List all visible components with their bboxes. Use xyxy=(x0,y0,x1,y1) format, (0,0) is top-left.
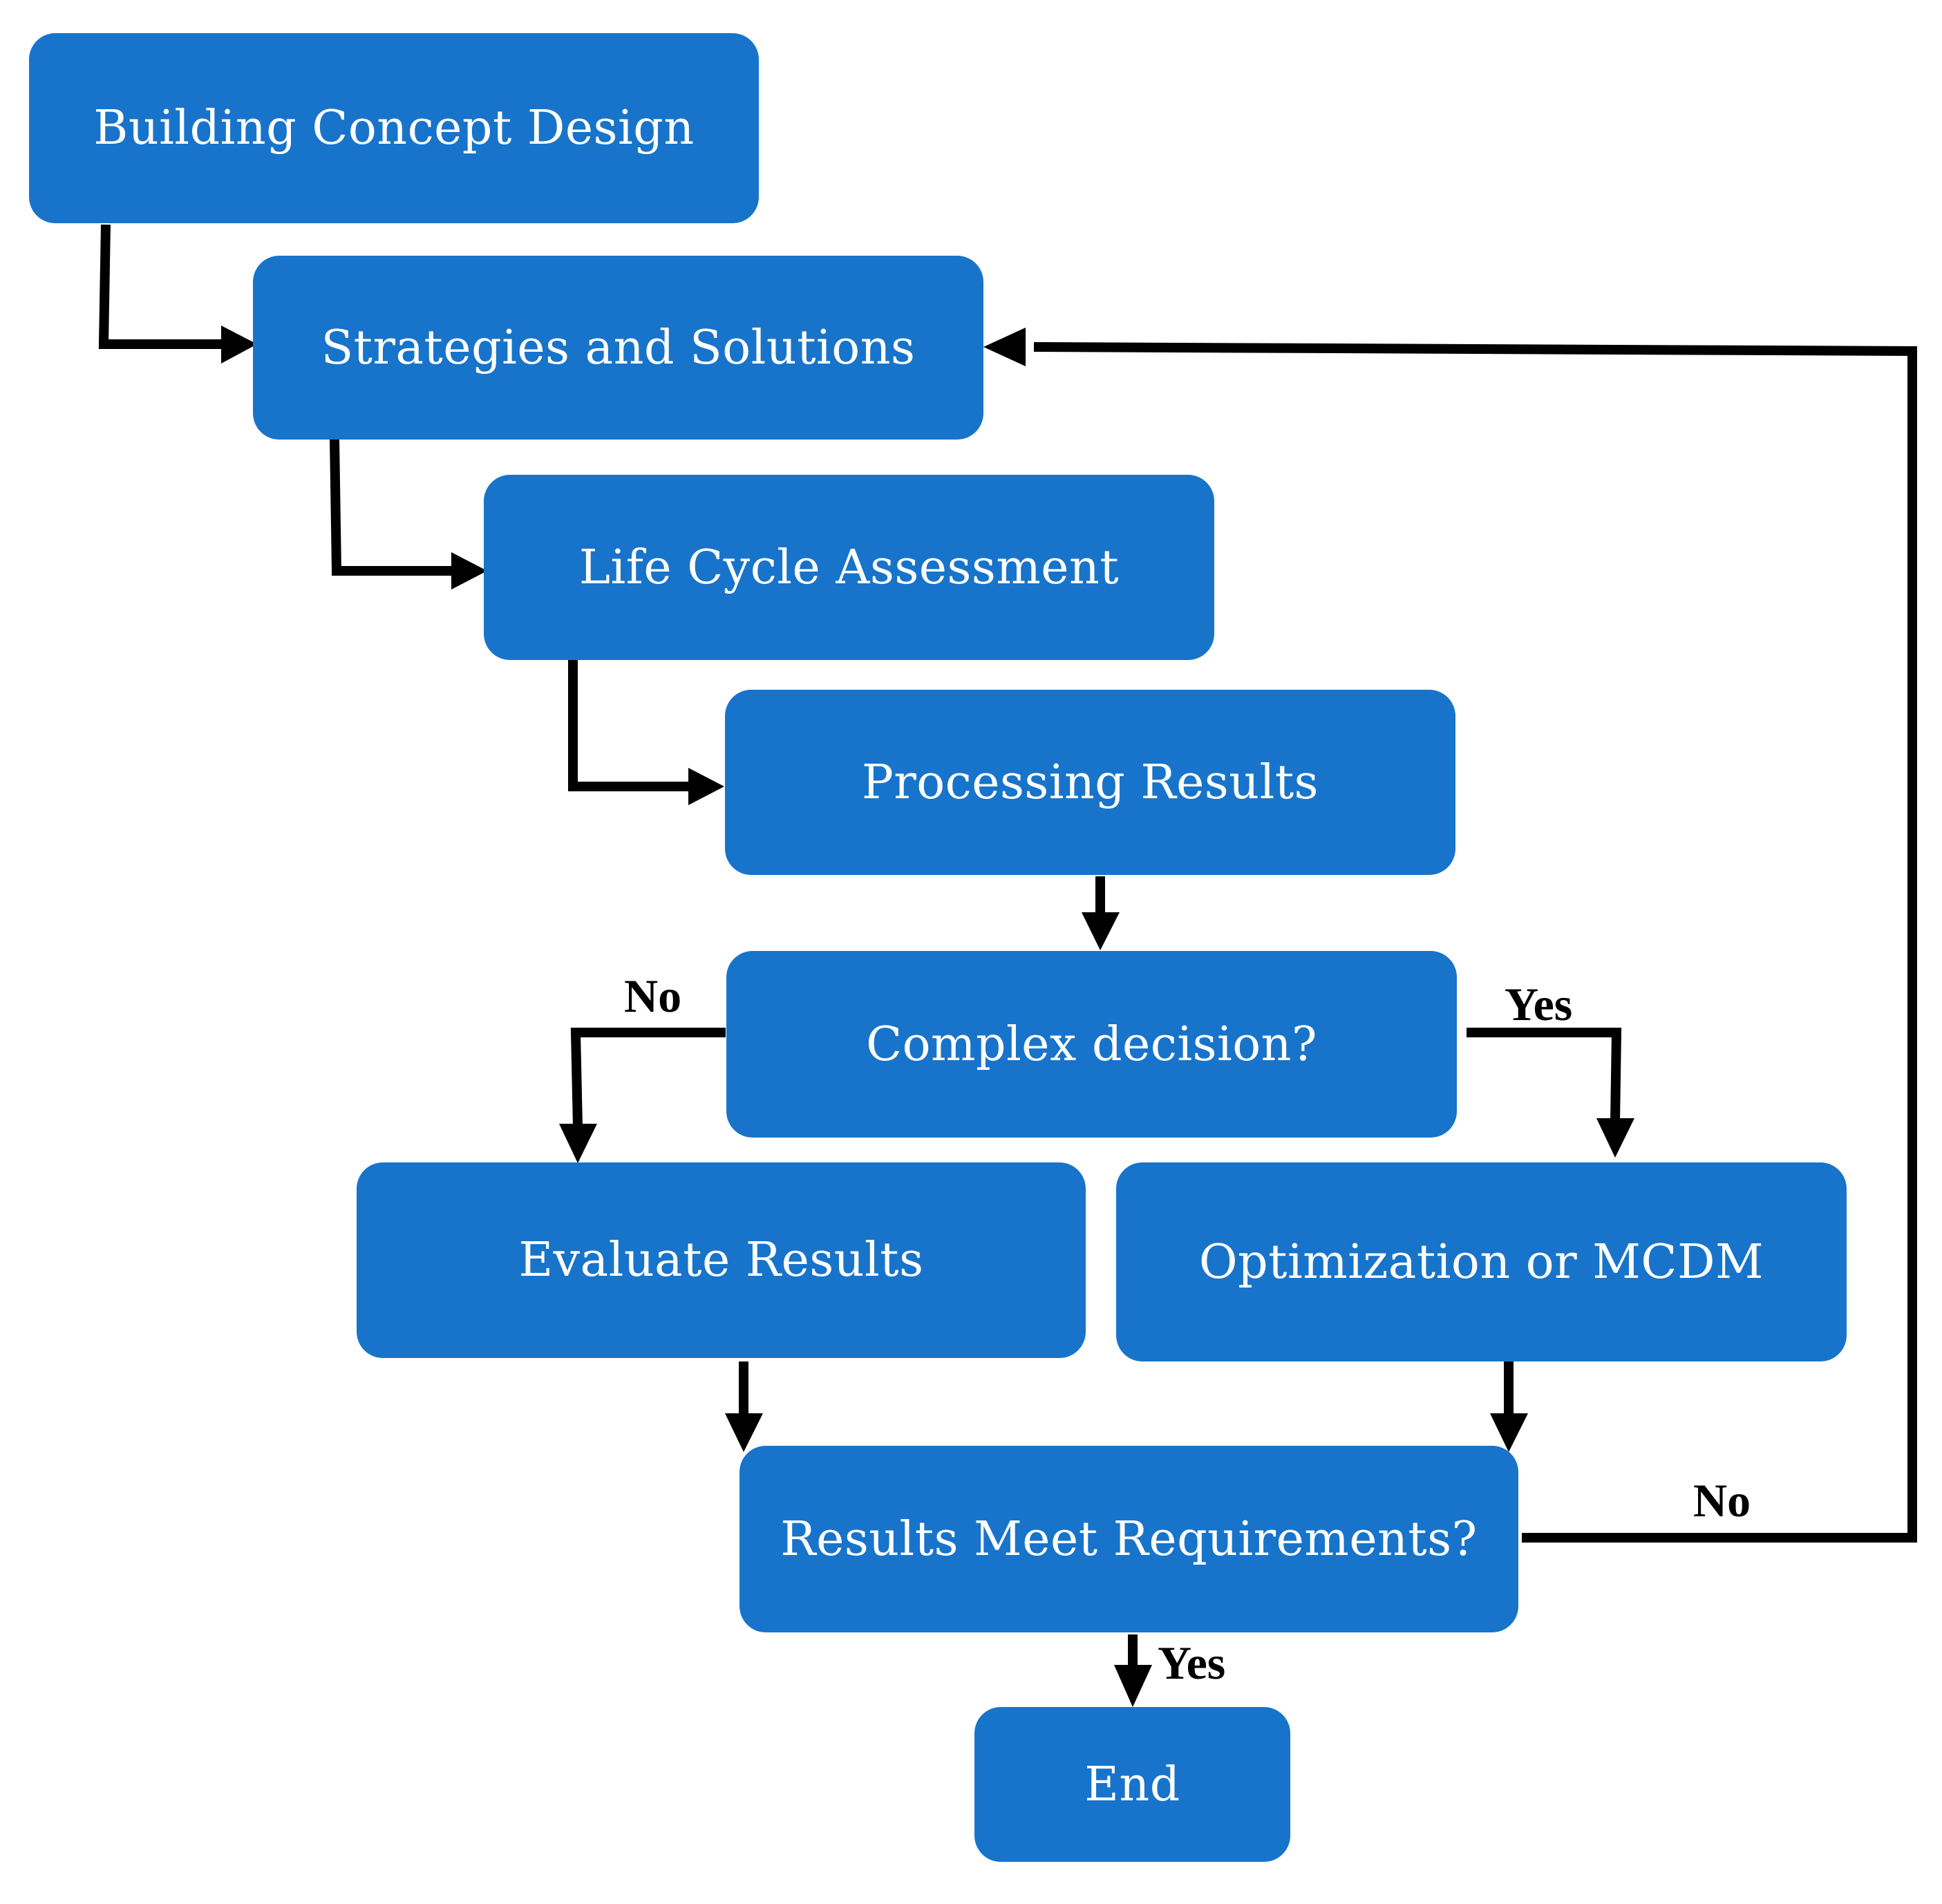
arrowhead-to-end xyxy=(1114,1665,1152,1707)
edge-label-requirements-no: No xyxy=(1693,1474,1751,1527)
node-end: End xyxy=(974,1707,1290,1862)
node-complex-decision: Complex decision? xyxy=(726,951,1457,1138)
node-results-meet-requirements: Results Meet Requirements? xyxy=(739,1446,1518,1632)
node-optimization-or-mcdm: Optimization or MCDM xyxy=(1116,1162,1847,1361)
node-processing-results: Processing Results xyxy=(725,690,1455,875)
connector-strategies-to-lca xyxy=(330,438,458,576)
arrowhead-to-processing xyxy=(688,768,724,805)
edge-label-requirements-yes: Yes xyxy=(1158,1637,1226,1689)
arrowhead-loop-to-strategies xyxy=(983,328,1026,366)
arrowhead-evaluate-to-requirements xyxy=(725,1413,763,1452)
edge-label-complex-yes: Yes xyxy=(1505,978,1573,1030)
node-evaluate-results: Evaluate Results xyxy=(357,1162,1086,1358)
connector-requirements-no-loop xyxy=(1033,342,1917,1543)
connector-lca-to-processing xyxy=(568,660,693,791)
node-life-cycle-assessment: Life Cycle Assessment xyxy=(484,475,1214,660)
arrowhead-to-evaluate xyxy=(559,1124,597,1163)
arrowhead-to-complex xyxy=(1082,912,1120,950)
node-building-concept-design: Building Concept Design xyxy=(29,33,759,223)
arrowhead-optimization-to-requirements xyxy=(1490,1413,1528,1452)
arrowhead-to-strategies xyxy=(221,326,257,364)
connector-complex-yes xyxy=(1467,1028,1622,1123)
edge-label-complex-no: No xyxy=(624,970,682,1022)
connector-concept-to-strategies xyxy=(98,224,228,349)
arrowhead-to-lca xyxy=(451,552,487,590)
arrowhead-to-optimization xyxy=(1596,1118,1634,1158)
node-strategies-and-solutions: Strategies and Solutions xyxy=(253,256,983,440)
connector-complex-no xyxy=(570,1028,726,1127)
